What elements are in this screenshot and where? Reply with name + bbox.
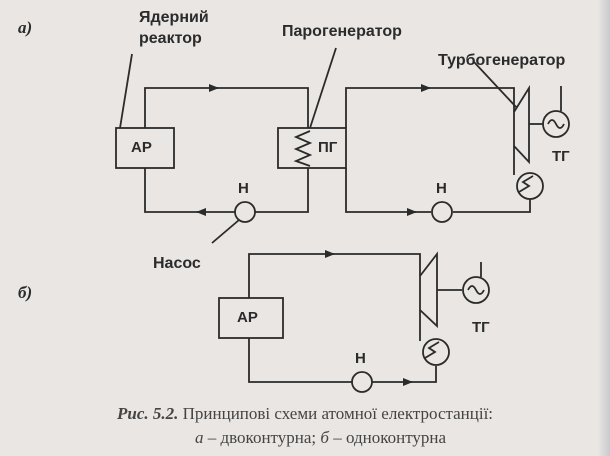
steam-generator-label: Парогенератор: [282, 23, 402, 40]
figure-caption-line2: а – двоконтурна; б – одноконтурна: [195, 428, 446, 448]
generator-a-symbol: ТГ: [552, 148, 570, 165]
condenser-a: [516, 172, 544, 200]
turbine-b: [419, 251, 438, 329]
reactor-block-a: [115, 127, 175, 169]
caption-b-letter: б: [320, 428, 329, 447]
generator-b-symbol: ТГ: [472, 319, 490, 336]
pump-leader: [211, 219, 240, 244]
condenser-coil-icon: [518, 175, 534, 193]
part-a-marker: а): [18, 18, 33, 37]
reactor-block-b-label: АР: [237, 309, 258, 326]
single-loop: [248, 250, 437, 386]
generator-sine-icon: [547, 119, 565, 129]
pump-label: Насос: [153, 255, 201, 272]
condenser-b: [422, 338, 450, 366]
caption-a-letter: а: [195, 428, 204, 447]
pump-a-secondary: [431, 201, 453, 223]
figure-caption-line1: Рис. 5.2. Принципові схеми атомної елект…: [117, 404, 493, 424]
pump-b: [351, 371, 373, 393]
steam-generator-block-label: ПГ: [318, 139, 338, 156]
generator-a: [542, 110, 570, 138]
generator-sine-icon: [467, 285, 485, 295]
turbogenerator-leader: [473, 61, 518, 109]
caption-a-text: – двоконтурна;: [203, 428, 321, 447]
condenser-coil-icon: [424, 341, 440, 359]
pump-b-symbol: Н: [355, 350, 366, 367]
figure-number: Рис. 5.2.: [117, 404, 179, 423]
turbogenerator-label: Турбогенератор: [438, 52, 566, 69]
reactor-label-line1: Ядерний: [139, 9, 209, 26]
page-edge-shadow: [598, 0, 610, 456]
turbine-a: [513, 84, 530, 165]
figure-title: Принципові схеми атомної електростанції:: [178, 404, 494, 423]
pump-a-primary-symbol: Н: [238, 180, 249, 197]
primary-loop: [144, 84, 309, 216]
reactor-block-a-label: АР: [131, 139, 152, 156]
part-b-marker: б): [18, 283, 33, 302]
secondary-loop: [345, 84, 531, 216]
reactor-label-line2: реактор: [139, 30, 202, 47]
generator-b: [462, 276, 490, 304]
reactor-leader: [119, 53, 133, 129]
reactor-block-b: [218, 297, 284, 339]
pump-a-primary: [234, 201, 256, 223]
pump-a-secondary-symbol: Н: [436, 180, 447, 197]
steam-generator-block: [277, 127, 347, 169]
heat-exchanger-coil: [293, 130, 313, 167]
caption-b-text: – одноконтурна: [328, 428, 447, 447]
steam-generator-leader: [309, 47, 337, 129]
